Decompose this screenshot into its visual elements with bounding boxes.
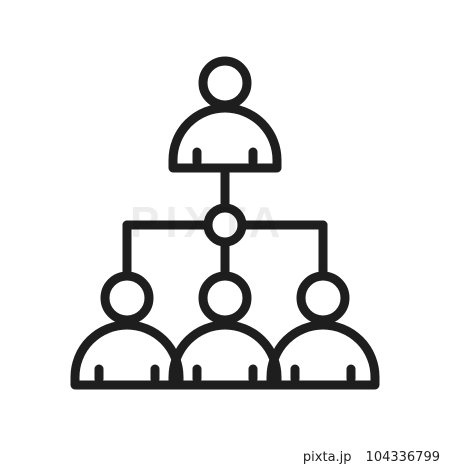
image-number: 104336799: [365, 450, 440, 465]
footer: pixta.jp 104336799: [303, 450, 440, 465]
top-person-icon: [168, 56, 282, 173]
site-label: pixta.jp: [302, 450, 352, 465]
middle-person-icon: [168, 271, 282, 390]
connector-lines: [122, 165, 328, 279]
left-person-icon: [70, 271, 184, 390]
right-person-icon: [266, 271, 380, 390]
